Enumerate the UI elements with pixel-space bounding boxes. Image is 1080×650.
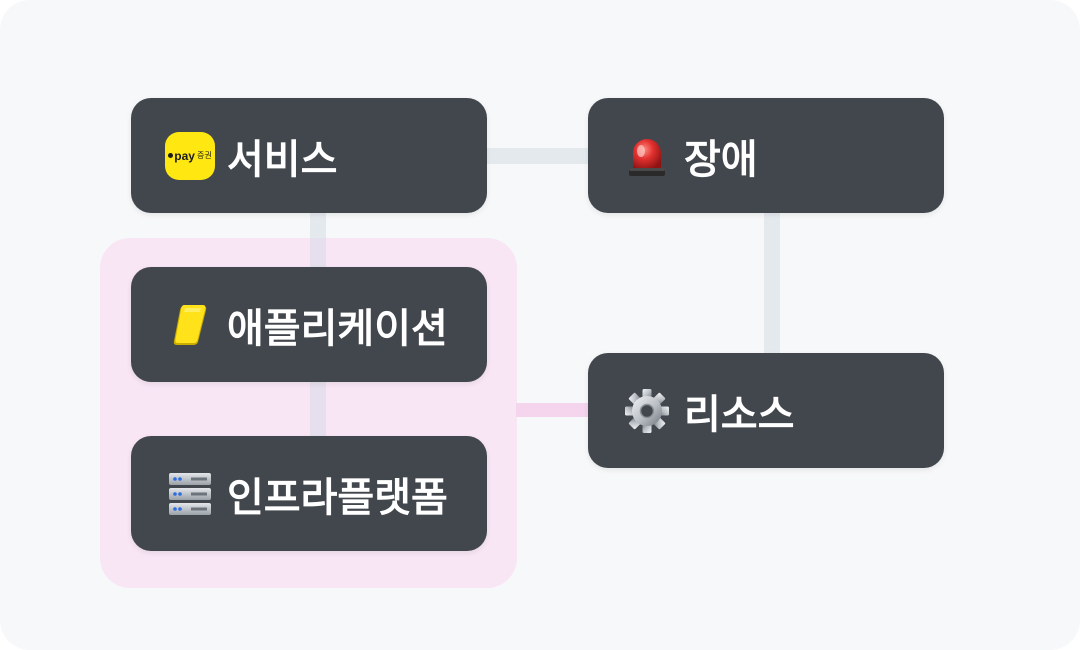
node-resource-label: 리소스 (684, 391, 795, 438)
connector-group-resource (516, 403, 590, 417)
connector-service-application (310, 212, 326, 240)
siren-icon (622, 131, 672, 181)
node-service-label: 서비스 (227, 136, 338, 183)
node-application[interactable]: 애플리케이션 (131, 267, 487, 382)
node-incident[interactable]: 장애 (588, 98, 944, 213)
connector-incident-resource (764, 212, 780, 354)
connector-service-incident (486, 148, 590, 164)
node-application-label: 애플리케이션 (227, 305, 448, 352)
node-infra-platform-label: 인프라플랫폼 (227, 474, 448, 521)
node-infra-platform[interactable]: 인프라플랫폼 (131, 436, 487, 551)
gear-icon (622, 386, 672, 436)
node-incident-label: 장애 (684, 136, 758, 183)
server-icon (165, 469, 215, 519)
connector-service-application-group (310, 238, 326, 268)
node-resource[interactable]: 리소스 (588, 353, 944, 468)
connector-application-infra (310, 382, 326, 438)
yellow-card-icon (165, 300, 215, 350)
